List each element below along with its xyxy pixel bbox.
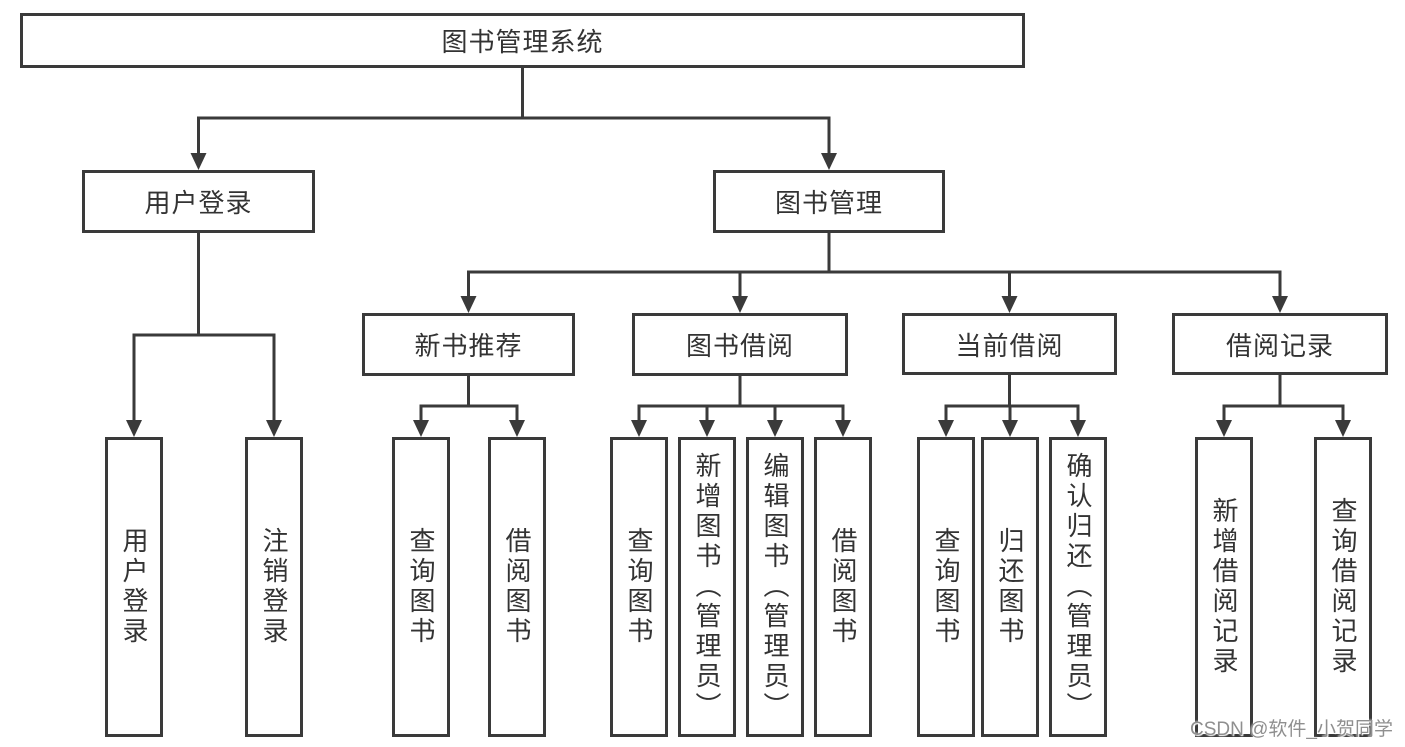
arrow-down-icon — [126, 420, 142, 437]
leaf-current-return-books: 归还图书 — [981, 437, 1039, 737]
leaf-records-add-record: 新增借阅记录 — [1195, 437, 1253, 737]
arrow-down-icon — [1070, 420, 1086, 437]
leaf-borrow-add-books-admin: 新增图书（管理员） — [678, 437, 736, 737]
arrow-down-icon — [1002, 420, 1018, 437]
leaf-label: 用户登录 — [119, 527, 149, 647]
arrow-down-icon — [460, 296, 477, 313]
node-book-management: 图书管理 — [713, 170, 945, 233]
node-book-borrow: 图书借阅 — [632, 313, 848, 376]
leaf-label: 借阅图书 — [828, 527, 858, 647]
leaf-newbooks-query-books: 查询图书 — [392, 437, 450, 737]
edge-records-leaves — [1222, 375, 1345, 423]
arrow-down-icon — [699, 420, 715, 437]
leaf-borrow-query-books: 查询图书 — [610, 437, 668, 737]
node-current-borrow: 当前借阅 — [902, 313, 1117, 375]
arrow-down-icon — [938, 420, 954, 437]
leaf-borrow-borrow-books: 借阅图书 — [814, 437, 872, 737]
arrow-down-icon — [266, 420, 282, 437]
leaf-borrow-edit-books-admin: 编辑图书（管理员） — [746, 437, 804, 737]
leaf-label: 注销登录 — [259, 527, 289, 647]
arrow-down-icon — [835, 420, 851, 437]
leaf-label: 新增图书（管理员） — [692, 452, 722, 722]
leaf-label: 确认归还（管理员） — [1063, 452, 1093, 722]
arrow-down-icon — [413, 420, 429, 437]
arrow-down-icon — [1335, 420, 1351, 437]
arrow-down-icon — [1216, 420, 1232, 437]
edge-userlogin-leaves — [132, 233, 276, 423]
arrow-down-icon — [631, 420, 647, 437]
leaf-label: 归还图书 — [995, 527, 1025, 647]
edge-root-level2 — [197, 68, 831, 156]
leaf-current-confirm-return-admin: 确认归还（管理员） — [1049, 437, 1107, 737]
edge-bookmgmt-level3 — [467, 233, 1282, 299]
edge-currentborrow-leaves — [944, 375, 1080, 423]
edge-bookborrow-leaves — [637, 376, 845, 423]
leaf-label: 借阅图书 — [502, 527, 532, 647]
leaf-label: 查询图书 — [406, 527, 436, 647]
leaf-user-login: 用户登录 — [105, 437, 163, 737]
arrow-down-icon — [1272, 296, 1288, 313]
leaf-label: 编辑图书（管理员） — [760, 452, 790, 722]
leaf-label: 新增借阅记录 — [1209, 497, 1239, 677]
arrow-down-icon — [767, 420, 783, 437]
arrow-down-icon — [821, 153, 837, 170]
arrow-down-icon — [1001, 296, 1018, 313]
node-root: 图书管理系统 — [20, 13, 1025, 68]
node-borrow-records: 借阅记录 — [1172, 313, 1388, 375]
leaf-records-query-record: 查询借阅记录 — [1314, 437, 1372, 737]
arrow-down-icon — [509, 420, 525, 437]
watermark: CSDN @软件_小贺同学 — [1190, 719, 1393, 740]
leaf-current-query-books: 查询图书 — [917, 437, 975, 737]
leaf-label: 查询图书 — [624, 527, 654, 647]
node-new-book-recommend: 新书推荐 — [362, 313, 575, 376]
leaf-label: 查询借阅记录 — [1328, 497, 1358, 677]
leaf-label: 查询图书 — [931, 527, 961, 647]
arrow-down-icon — [732, 296, 748, 313]
arrow-down-icon — [190, 153, 207, 170]
edge-newbooks-leaves — [419, 376, 519, 423]
leaf-logout: 注销登录 — [245, 437, 303, 737]
node-user-login: 用户登录 — [82, 170, 315, 233]
leaf-newbooks-borrow-books: 借阅图书 — [488, 437, 546, 737]
